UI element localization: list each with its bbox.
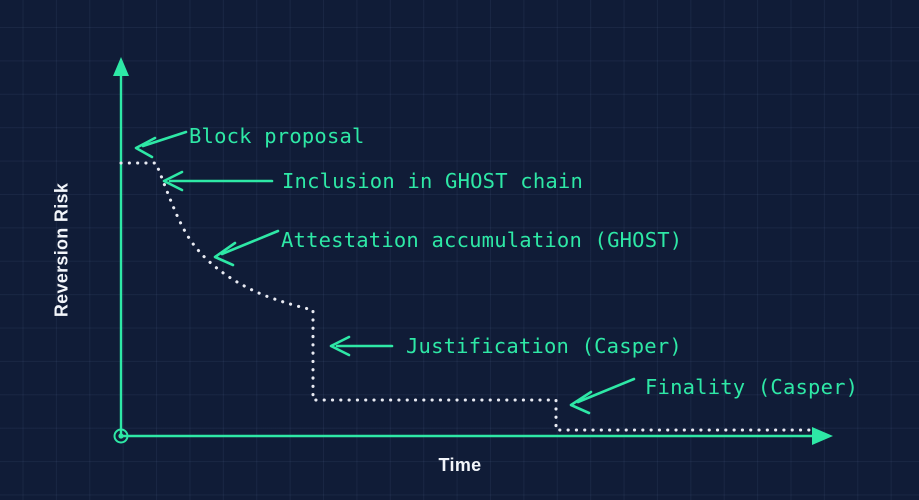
annotation-label-inclusion-ghost: Inclusion in GHOST chain bbox=[282, 169, 584, 193]
x-axis-arrowhead bbox=[812, 427, 833, 445]
axes bbox=[113, 57, 833, 445]
reversion-risk-curve bbox=[119, 161, 814, 432]
annotation-arrows bbox=[134, 130, 636, 415]
origin-dot bbox=[118, 433, 124, 439]
annotation-label-justification: Justification (Casper) bbox=[406, 334, 682, 358]
origin-ring bbox=[113, 428, 129, 444]
y-axis-title: Reversion Risk bbox=[51, 182, 72, 318]
risk-curve-path bbox=[119, 161, 814, 432]
annotation-label-finality: Finality (Casper) bbox=[645, 375, 859, 399]
annotation-label-attestation: Attestation accumulation (GHOST) bbox=[281, 228, 683, 252]
annotation-label-block-proposal: Block proposal bbox=[189, 124, 365, 148]
arrow-inclusion-ghost bbox=[162, 170, 274, 192]
x-axis-title: Time bbox=[438, 455, 482, 475]
arrow-attestation bbox=[213, 229, 280, 267]
arrow-block-proposal bbox=[134, 130, 188, 159]
arrow-justification bbox=[329, 335, 394, 357]
arrow-finality bbox=[569, 377, 636, 415]
y-axis-arrowhead bbox=[113, 57, 129, 76]
